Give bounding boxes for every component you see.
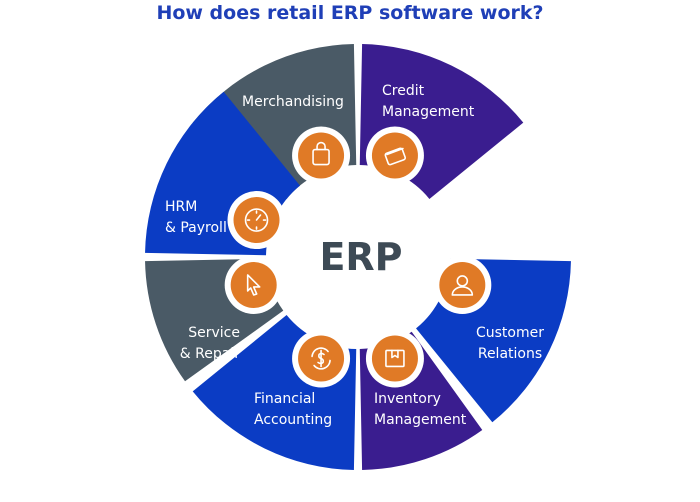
segment-label-hrm-payroll: HRM & Payroll bbox=[165, 199, 227, 236]
segment-label-service-repair: Service & Repair bbox=[180, 325, 240, 362]
segment-label-line: Service bbox=[188, 325, 240, 341]
segment-label-line: Financial bbox=[254, 391, 315, 407]
dollar-cycle-icon bbox=[292, 329, 351, 388]
segment-label-line: Accounting bbox=[254, 412, 332, 428]
segment-label-line: & Payroll bbox=[165, 220, 227, 236]
segment-label-line: Merchandising bbox=[242, 94, 344, 110]
shopping-bag-icon bbox=[292, 126, 351, 185]
credit-card-icon bbox=[365, 126, 424, 185]
segment-label-line: Credit bbox=[382, 83, 425, 99]
segment-label-line: HRM bbox=[165, 199, 197, 215]
customer-icon bbox=[433, 255, 492, 314]
segment-label-merchandising: Merchandising bbox=[242, 94, 344, 110]
segment-label-line: Relations bbox=[478, 346, 542, 362]
wheel-icons bbox=[224, 126, 492, 388]
box-icon bbox=[365, 329, 424, 388]
segment-label-line: Inventory bbox=[374, 391, 441, 407]
cursor-icon bbox=[224, 255, 283, 314]
clock-icon bbox=[227, 191, 286, 250]
segment-label-line: Customer bbox=[476, 325, 544, 341]
segment-label-line: & Repair bbox=[180, 346, 240, 362]
segment-label-line: Management bbox=[382, 104, 475, 120]
diagram-title: How does retail ERP software work? bbox=[156, 2, 544, 24]
segment-label-line: Management bbox=[374, 412, 467, 428]
center-label: ERP bbox=[319, 235, 402, 279]
